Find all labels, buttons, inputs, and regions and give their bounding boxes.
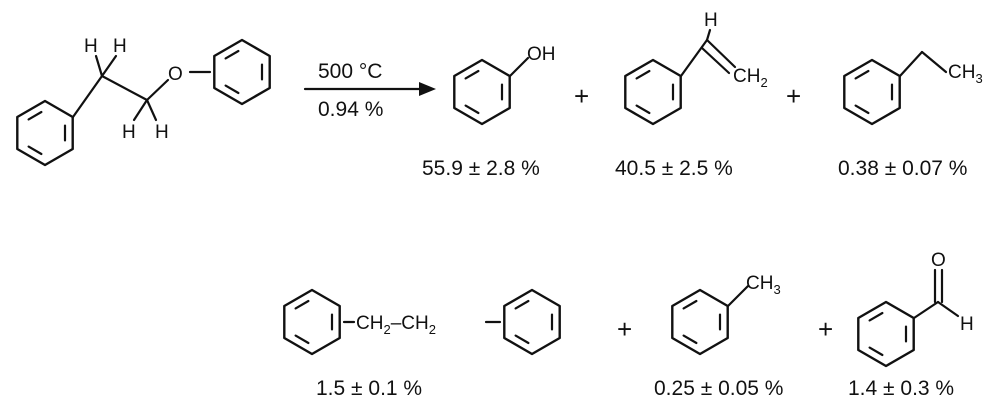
benzaldehyde-ring-double-bond-2 — [868, 346, 884, 357]
yield-phenol: 55.9 ± 2.8 % — [422, 157, 540, 180]
yield-toluene: 0.25 ± 0.05 % — [654, 377, 783, 400]
benzaldehyde-ring — [857, 300, 915, 368]
ethylbenzene-ring-double-bond-2 — [854, 104, 870, 115]
reactant-atom-h3: H — [122, 122, 136, 143]
reactant-bond-h4 — [145, 98, 158, 122]
reactant-atom-h2: H — [113, 36, 127, 57]
plus-sign-3: + — [617, 314, 632, 344]
bibenzyl-left-ring-double-bond-1 — [294, 299, 310, 310]
bibenzyl-right-ring — [503, 288, 561, 356]
reactant-atom-o: O — [168, 64, 183, 85]
toluene-ring-double-bond-2 — [682, 334, 698, 345]
benzaldehyde-label-h: H — [960, 314, 974, 335]
phenol-ring — [453, 58, 511, 126]
product-bibenzyl: CH2–CH2 — [283, 288, 561, 356]
reactant-atom-h1: H — [84, 36, 98, 57]
plus-sign-4: + — [818, 314, 833, 344]
reactant-bond-ch2-o — [145, 78, 170, 102]
reactant-right-ring-double-bond-1 — [224, 49, 240, 60]
reactant-left-ring-double-bond-2 — [27, 145, 43, 156]
reactant-left-ring — [16, 99, 74, 167]
product-phenol: OH — [453, 44, 556, 126]
styrene-ring-double-bond-2 — [635, 104, 651, 115]
bibenzyl-left-ring — [283, 288, 341, 356]
benzaldehyde-bond-ring-c — [912, 300, 940, 320]
toluene-label-ch3: CH3 — [746, 273, 781, 297]
toluene-bond-ch3 — [726, 284, 750, 308]
benzaldehyde-ring-double-bond-1 — [868, 311, 884, 322]
styrene-label-ch2: CH2 — [733, 66, 768, 90]
ethylbenzene-bond-ring-ch2 — [898, 50, 924, 78]
reactant-atom-h4: H — [155, 122, 169, 143]
benzaldehyde-bond-c-h — [936, 300, 960, 318]
bibenzyl-label-chain: CH2–CH2 — [356, 313, 436, 337]
ethylbenzene-label-ch3: CH3 — [948, 62, 983, 86]
reactant-bond-ch2-ch2 — [100, 74, 149, 102]
reactant-right-ring-hexagon — [213, 38, 271, 106]
product-toluene: CH3 — [671, 273, 781, 356]
bibenzyl-right-ring-double-bond-1 — [514, 299, 530, 310]
styrene-double-bond-a — [705, 38, 737, 69]
ethylbenzene-ring-double-bond-1 — [854, 69, 870, 80]
plus-sign-1: + — [574, 81, 589, 111]
styrene-ring-double-bond-1 — [635, 69, 651, 80]
phenol-label-oh: OH — [527, 44, 556, 65]
ethylbenzene-bond-ch2-ch3 — [920, 50, 948, 74]
styrene-ring — [624, 58, 682, 126]
reactant-right-ring-double-bond-2 — [224, 84, 240, 95]
reactant-left-ring-double-bond-1 — [27, 110, 43, 121]
product-benzaldehyde: O H — [857, 250, 974, 368]
phenol-ring-double-bond-2 — [464, 104, 480, 115]
yield-bibenzyl: 1.5 ± 0.1 % — [316, 377, 422, 400]
bibenzyl-left-ring-double-bond-2 — [294, 334, 310, 345]
bibenzyl-left-ring-hexagon — [283, 288, 341, 356]
bibenzyl-right-ring-hexagon — [503, 288, 561, 356]
product-ethylbenzene: CH3 — [843, 50, 983, 126]
toluene-ring — [671, 288, 729, 356]
condition-conversion: 0.94 % — [318, 98, 383, 121]
styrene-double-bond-b — [700, 46, 731, 75]
toluene-ring-double-bond-1 — [682, 299, 698, 310]
plus-sign-2: + — [786, 81, 801, 111]
reactant-bond-ring-ch2 — [71, 74, 104, 119]
yield-benzaldehyde: 1.4 ± 0.3 % — [848, 377, 954, 400]
reactant-right-ring — [213, 38, 271, 106]
bibenzyl-right-ring-double-bond-2 — [514, 334, 530, 345]
styrene-label-h: H — [704, 10, 718, 31]
yield-ethylbenzene: 0.38 ± 0.07 % — [838, 157, 967, 180]
reaction-arrow-head — [419, 82, 436, 96]
reactant-bond-h3 — [132, 98, 149, 122]
condition-temperature: 500 °C — [318, 60, 382, 83]
yield-styrene: 40.5 ± 2.5 % — [615, 157, 733, 180]
reactant-bond-h2 — [100, 54, 118, 78]
product-styrene: H CH2 — [624, 10, 768, 126]
phenol-ring-double-bond-1 — [464, 69, 480, 80]
styrene-bond-ring-ch — [679, 38, 709, 78]
reaction-arrow — [303, 82, 436, 96]
phenol-bond-oh — [508, 56, 530, 78]
styrene-bond-ch-h — [705, 28, 712, 42]
benzaldehyde-label-o: O — [931, 250, 946, 271]
reactant-phenethyl-phenyl-ether: H H H H O — [16, 36, 271, 167]
reactant-bond-h1 — [94, 54, 104, 78]
ethylbenzene-ring — [843, 58, 901, 126]
